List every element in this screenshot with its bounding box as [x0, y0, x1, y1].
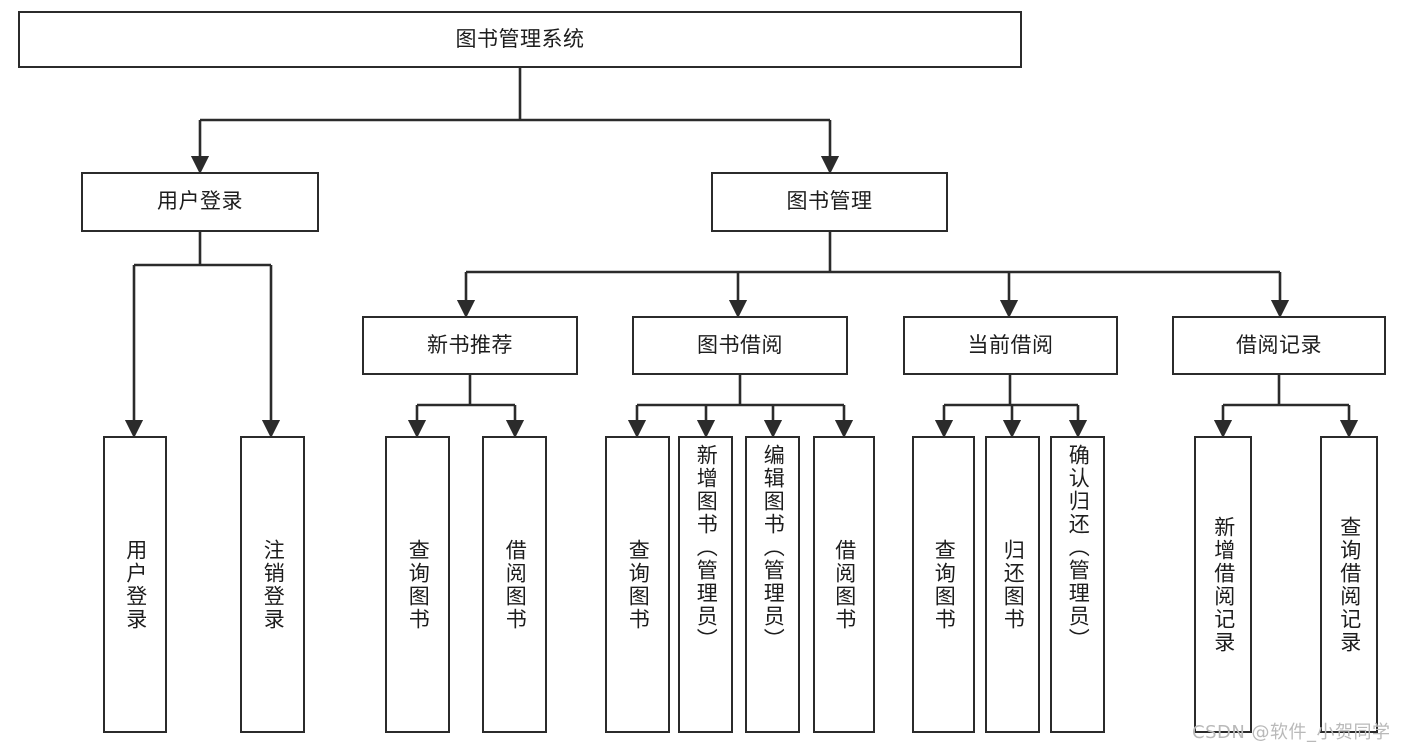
node-user-login[interactable]: 用户登录 [81, 172, 319, 232]
node-borrow-records[interactable]: 借阅记录 [1172, 316, 1386, 375]
node-book-borrow[interactable]: 图书借阅 [632, 316, 848, 375]
leaf-user-logout[interactable]: 注销登录 [240, 436, 305, 733]
node-book-management[interactable]: 图书管理 [711, 172, 948, 232]
leaf-query-books-recommend[interactable]: 查询图书 [385, 436, 450, 733]
node-new-book-recommend[interactable]: 新书推荐 [362, 316, 578, 375]
leaf-query-books-current[interactable]: 查询图书 [912, 436, 975, 733]
leaf-add-book-admin[interactable]: 新增图书（管理员） [678, 436, 733, 733]
leaf-confirm-return-admin[interactable]: 确认归还（管理员） [1050, 436, 1105, 733]
leaf-query-borrow-record[interactable]: 查询借阅记录 [1320, 436, 1378, 733]
leaf-add-borrow-record[interactable]: 新增借阅记录 [1194, 436, 1252, 733]
leaf-user-login[interactable]: 用户登录 [103, 436, 167, 733]
csdn-watermark: CSDN @软件_小贺同学 [1192, 722, 1391, 743]
leaf-query-books-borrow[interactable]: 查询图书 [605, 436, 670, 733]
leaf-borrow-books-recommend[interactable]: 借阅图书 [482, 436, 547, 733]
leaf-return-books[interactable]: 归还图书 [985, 436, 1040, 733]
node-current-borrow[interactable]: 当前借阅 [903, 316, 1118, 375]
leaf-lend-books[interactable]: 借阅图书 [813, 436, 875, 733]
node-root-system[interactable]: 图书管理系统 [18, 11, 1022, 68]
leaf-edit-book-admin[interactable]: 编辑图书（管理员） [745, 436, 800, 733]
